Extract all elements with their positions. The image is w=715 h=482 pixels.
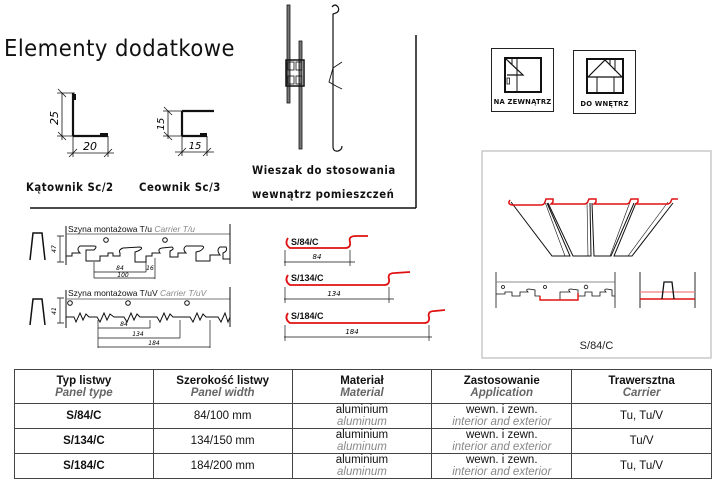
carrier-tu-label: Szyna montażowa T/u Carrier T/u — [68, 224, 195, 234]
ceownik-drawing — [163, 106, 214, 157]
panel-profile-s134 — [284, 271, 411, 303]
carrier-tuv-label: Szyna montażowa T/uV Carrier T/uV — [68, 288, 206, 298]
sample-caption: S/84/C — [579, 340, 614, 352]
katownik-label: Kątownik Sc/2 — [26, 180, 114, 194]
carrier-tu-drawing — [29, 224, 231, 279]
ceownik-dim-vertical: 15 — [156, 118, 167, 131]
panel-s84-label: S/84/C — [291, 237, 319, 247]
panel-s184-label: S/184/C — [291, 311, 324, 321]
panel-s84-width: 84 — [313, 253, 322, 261]
carrier-tu-height: 47 — [51, 245, 58, 253]
hanger-drawing — [285, 4, 343, 152]
cell-carrier: Tu, Tu/V — [571, 453, 712, 479]
carrier-tu-label-pl: Szyna montażowa T/u — [68, 224, 152, 234]
cell-width: 134/150 mm — [152, 428, 293, 454]
carrier-tuv-dim-1: 84 — [120, 321, 128, 328]
usage-indoor-badge: DO WNĘTRZ — [573, 50, 636, 114]
carrier-tu-dim-2: 16 — [146, 265, 154, 272]
cell-carrier: Tu, Tu/V — [571, 403, 712, 429]
sample-frame — [481, 150, 712, 359]
katownik-drawing — [57, 88, 114, 158]
panel-s184-width: 184 — [345, 328, 358, 336]
cell-width: 84/100 mm — [152, 403, 293, 429]
carrier-tuv-label-pl: Szyna montażowa T/uV — [68, 288, 158, 298]
carrier-tuv-dim-2: 134 — [132, 331, 144, 338]
page-title: Elementy dodatkowe — [4, 36, 235, 62]
carrier-tu-dim-1: 84 — [116, 265, 124, 272]
outdoor-door-icon — [504, 57, 542, 93]
cell-type: S/184/C — [14, 453, 154, 479]
carrier-tuv-height: 41 — [51, 307, 58, 315]
cell-application: wewn. i zewn.interior and exterior — [431, 403, 573, 429]
carrier-tuv-dim-3: 184 — [148, 340, 160, 347]
carrier-tuv-drawing — [29, 287, 231, 348]
indoor-house-icon — [586, 58, 624, 94]
sample-carrier-front — [639, 272, 696, 308]
sample-carrier-side — [495, 272, 616, 308]
cell-type: S/134/C — [14, 428, 154, 454]
wieszak-label-line2: wewnątrz pomieszczeń — [252, 187, 395, 201]
cell-type: S/84/C — [14, 403, 154, 429]
panel-profile-s184 — [284, 309, 446, 341]
cell-width: 184/200 mm — [152, 453, 293, 479]
usage-indoor-label: DO WNĘTRZ — [580, 100, 629, 108]
ceownik-dim-horizontal: 15 — [189, 141, 202, 152]
wieszak-label-line1: Wieszak do stosowania — [252, 163, 396, 177]
usage-outdoor-label: NA ZEWNĄTRZ — [493, 98, 552, 106]
cell-application: wewn. i zewn.interior and exterior — [431, 453, 573, 479]
panel-s134-width: 134 — [327, 290, 340, 298]
katownik-dim-vertical: 25 — [48, 111, 61, 125]
cell-carrier: Tu/V — [571, 428, 712, 454]
carrier-tu-dim-3: 100 — [117, 272, 129, 279]
ceownik-label: Ceownik Sc/3 — [139, 180, 221, 194]
panel-profile-s84 — [284, 235, 368, 266]
katownik-dim-horizontal: 20 — [83, 140, 97, 153]
carrier-tuv-label-en: Carrier T/uV — [160, 288, 207, 298]
usage-outdoor-badge: NA ZEWNĄTRZ — [491, 48, 554, 112]
carrier-tu-label-en: Carrier T/u — [154, 224, 195, 234]
cell-application: wewn. i zewn.interior and exterior — [431, 428, 573, 454]
panel-s134-label: S/134/C — [291, 273, 324, 283]
sample-ceiling-perspective — [508, 198, 678, 257]
